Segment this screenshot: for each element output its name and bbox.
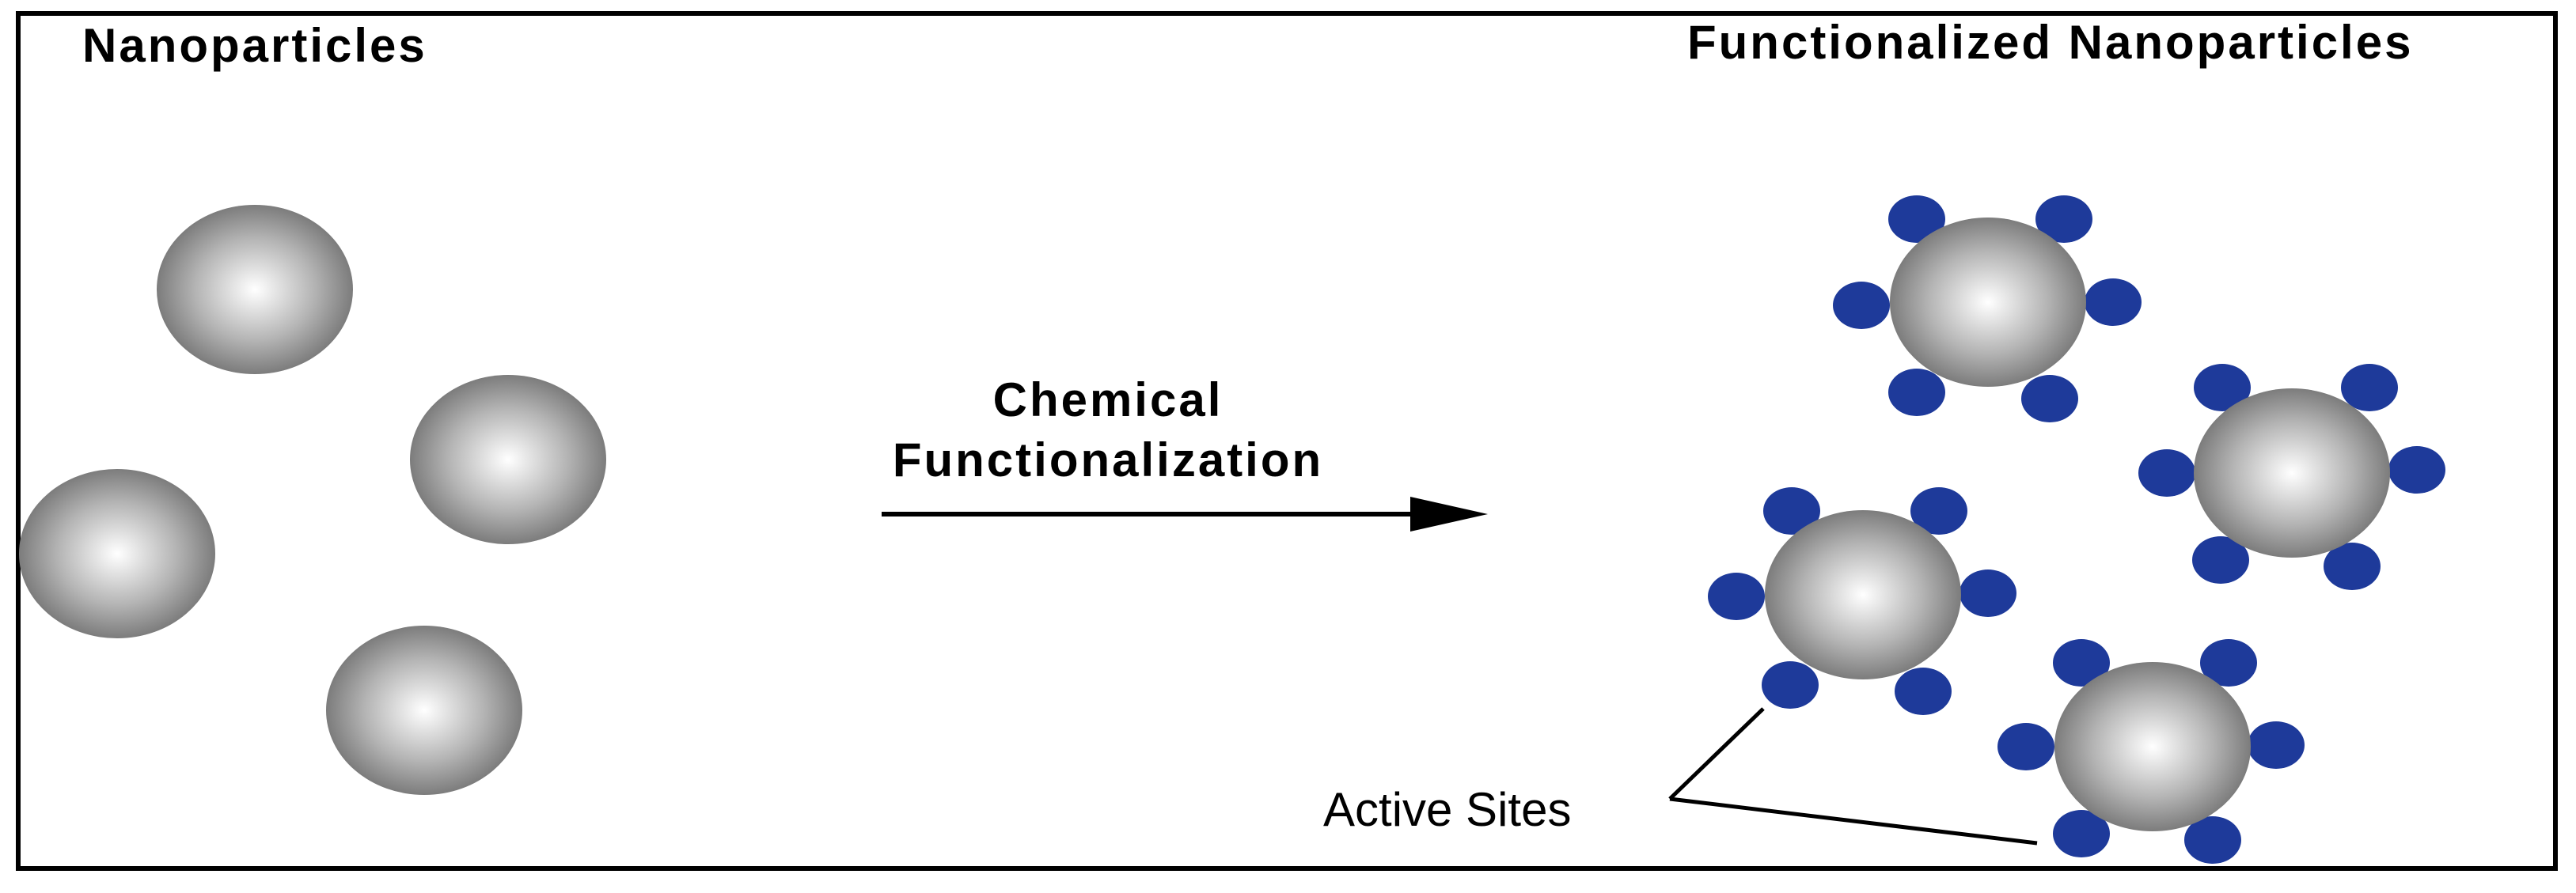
active-site	[2324, 543, 2381, 590]
process-label-line-1: Chemical	[992, 373, 1224, 426]
active-site	[2035, 195, 2092, 243]
nanoparticle-core	[1765, 510, 1961, 679]
nanoparticle-core	[2194, 388, 2390, 558]
nanoparticle-core	[1890, 218, 2086, 387]
active-sites-label: Active Sites	[1323, 783, 1572, 836]
nanoparticle	[410, 375, 606, 544]
functionalized-particle	[1997, 639, 2305, 864]
active-site	[2021, 375, 2078, 422]
functionalized-particle	[1833, 195, 2142, 422]
callout-leader-line	[1668, 707, 1765, 800]
callout-leader-line	[1669, 797, 2038, 846]
process-arrow	[882, 497, 1488, 532]
active-site	[2085, 278, 2142, 326]
active-site	[1708, 573, 1765, 620]
functionalized-nanoparticles-heading: Functionalized Nanoparticles	[1687, 16, 2414, 69]
callout-leaders	[1668, 707, 2038, 846]
active-site	[2200, 639, 2257, 687]
functionalized-particle	[1708, 487, 2016, 715]
nanoparticle-core	[2054, 662, 2251, 831]
process-label-line-2: Functionalization	[892, 433, 1324, 486]
active-site	[1888, 195, 1945, 243]
active-site	[1888, 369, 1945, 416]
active-site	[2192, 536, 2249, 584]
active-site	[2341, 364, 2398, 411]
nanoparticles-heading: Nanoparticles	[82, 19, 427, 72]
active-site	[1763, 487, 1820, 535]
nanoparticle	[19, 469, 215, 638]
active-site	[1833, 282, 1890, 329]
active-site	[2388, 446, 2445, 494]
nanoparticle	[326, 626, 522, 795]
active-site	[2053, 810, 2110, 857]
functionalized-particle	[2138, 364, 2445, 590]
active-site	[2138, 449, 2195, 497]
process-label: Chemical Functionalization	[886, 370, 1330, 490]
arrow-head	[1410, 497, 1488, 532]
active-site	[2194, 364, 2251, 411]
nanoparticle	[157, 205, 353, 374]
plain-nanoparticles	[19, 205, 606, 795]
active-site	[1997, 723, 2054, 770]
active-site	[2053, 639, 2110, 687]
active-site	[1910, 487, 1967, 535]
active-site	[1960, 569, 2016, 617]
active-site	[1762, 661, 1819, 709]
active-site	[1895, 668, 1952, 715]
active-site	[2184, 816, 2241, 864]
active-site	[2248, 721, 2305, 769]
